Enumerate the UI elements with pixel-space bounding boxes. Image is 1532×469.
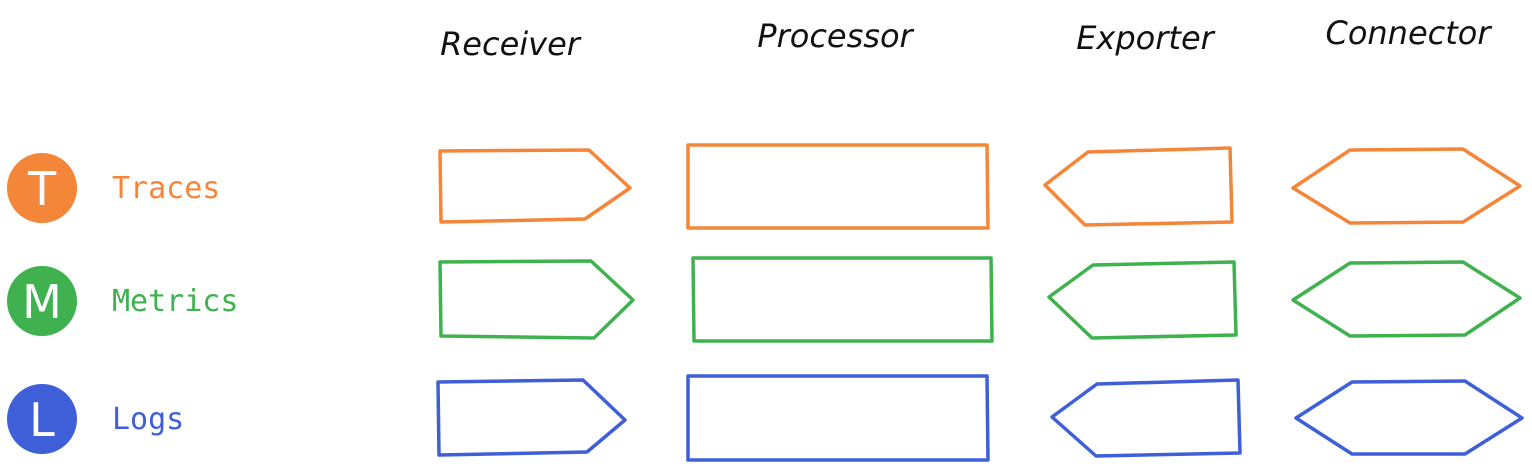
signal-row-traces: T Traces xyxy=(7,143,1522,230)
logs-badge-letter: L xyxy=(29,393,55,447)
logs-badge xyxy=(7,384,77,454)
metrics-badge xyxy=(7,266,77,336)
traces-label: Traces xyxy=(112,171,220,206)
column-header-exporter: Exporter xyxy=(1076,19,1215,57)
traces-exporter-shape xyxy=(1043,146,1234,227)
column-header-connector: Connector xyxy=(1325,14,1492,52)
traces-badge xyxy=(7,153,77,223)
traces-badge-letter: T xyxy=(27,162,57,216)
logs-connector-shape xyxy=(1294,379,1524,456)
metrics-badge-letter: M xyxy=(22,275,62,329)
signal-row-metrics: M Metrics xyxy=(7,256,1522,343)
metrics-exporter-shape xyxy=(1047,260,1238,340)
traces-receiver-shape xyxy=(438,148,632,224)
metrics-processor-shape xyxy=(691,256,994,343)
metrics-label: Metrics xyxy=(112,284,238,319)
logs-label: Logs xyxy=(112,402,184,437)
logs-processor-shape xyxy=(686,374,990,462)
traces-connector-shape xyxy=(1291,147,1522,225)
signal-row-logs: L Logs xyxy=(7,374,1524,462)
column-header-receiver: Receiver xyxy=(440,25,582,63)
logs-receiver-shape xyxy=(436,378,627,457)
metrics-connector-shape xyxy=(1291,260,1522,338)
traces-processor-shape xyxy=(686,143,990,230)
column-header-processor: Processor xyxy=(757,17,914,55)
metrics-receiver-shape xyxy=(438,259,635,340)
logs-exporter-shape xyxy=(1050,378,1242,458)
